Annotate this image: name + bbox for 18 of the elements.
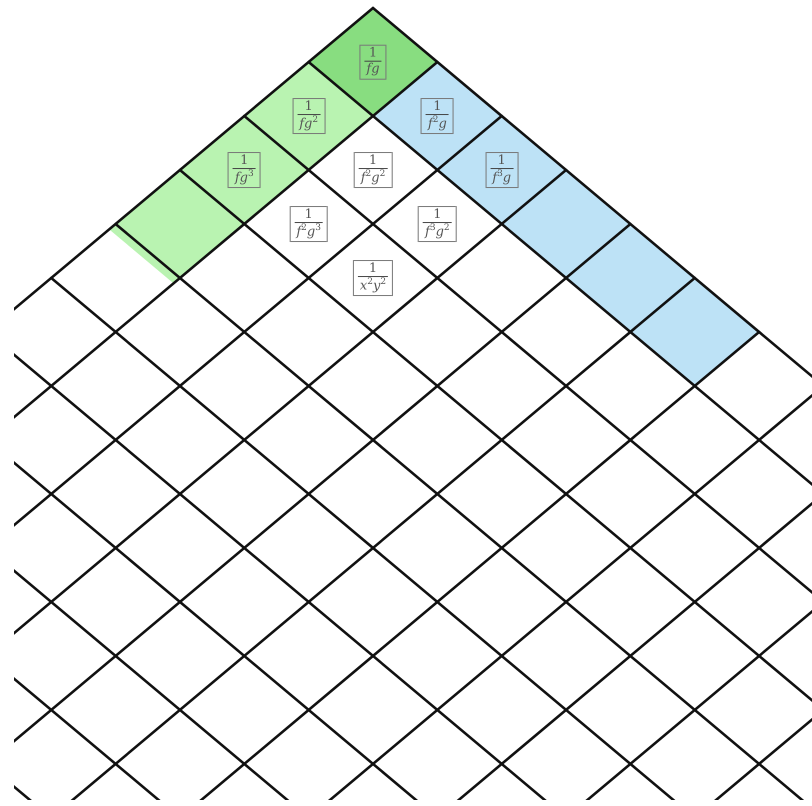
denominator: f$^{2}$g$^{3}$ [294, 222, 323, 240]
denominator: f$^{3}$g [490, 168, 514, 186]
numerator: 1 [368, 262, 378, 276]
numerator: 1 [239, 154, 248, 168]
numerator: 1 [368, 46, 378, 61]
numerator: 1 [304, 208, 314, 222]
numerator: 1 [432, 100, 442, 114]
numerator: 1 [304, 100, 313, 114]
denominator: fg$^{3}$ [232, 168, 256, 186]
denominator: x$^{2}$y$^{2}$ [358, 276, 388, 294]
numerator: 1 [432, 208, 442, 222]
numerator: 1 [368, 154, 378, 168]
numerator: 1 [496, 154, 507, 168]
denominator: f$^{3}$g$^{2}$ [423, 222, 452, 240]
denominator: f$^{2}$g$^{2}$ [358, 168, 388, 186]
denominator: fg$^{2}$ [297, 114, 320, 132]
denominator: f$^{2}$g [426, 114, 449, 132]
denominator: fg [364, 60, 382, 78]
